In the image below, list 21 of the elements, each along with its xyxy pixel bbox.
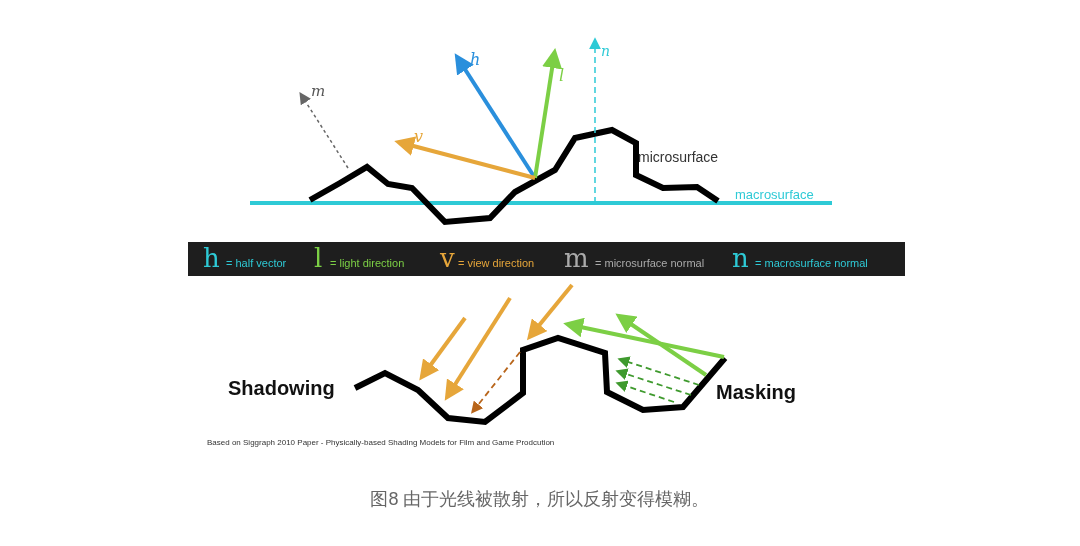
- legend-text: = microsurface normal: [595, 258, 705, 269]
- legend-text: = macrosurface normal: [755, 258, 868, 269]
- legend-text: = view direction: [458, 258, 535, 269]
- legend-symbol: l: [314, 245, 323, 271]
- vector-symbol: v: [414, 129, 424, 145]
- vector-symbol: h: [470, 52, 481, 68]
- legend-symbol: n: [732, 245, 749, 271]
- source-note: Based on Siggraph 2010 Paper - Physically-based Shading Models for Film and Game Prodcution: [207, 439, 555, 447]
- vector-symbol: m: [311, 84, 326, 99]
- legend-symbol: m: [564, 245, 589, 271]
- legend-symbol: v: [440, 245, 455, 271]
- surface-label: microsurface: [638, 150, 719, 164]
- diagram-label: Shadowing: [228, 378, 335, 398]
- legend-text: = light direction: [330, 258, 405, 269]
- diagram-label: Masking: [716, 382, 797, 402]
- caption: 图8 由于光线被散射，所以反射变得模糊。: [369, 490, 711, 508]
- surface-label: macrosurface: [735, 188, 814, 201]
- vector-symbol: n: [601, 44, 611, 58]
- legend-symbol: h: [203, 245, 220, 271]
- legend-text: = half vector: [226, 258, 287, 269]
- vector-symbol: l: [559, 68, 565, 84]
